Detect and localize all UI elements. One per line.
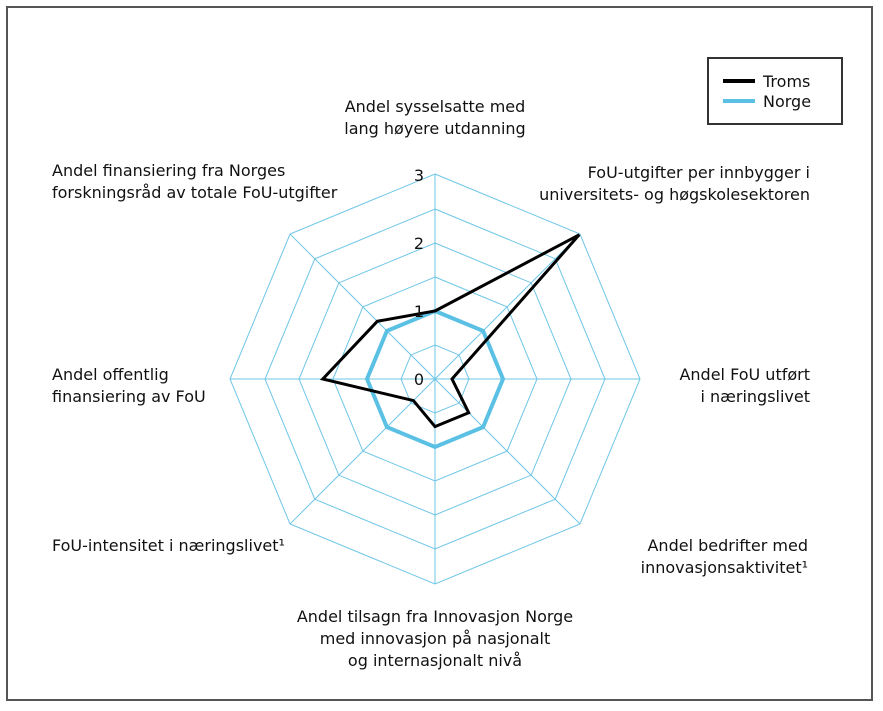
tick-label-1: 1 (414, 302, 424, 321)
legend-label-troms: Troms (763, 71, 811, 91)
legend-swatch-norge (723, 99, 755, 103)
legend: Troms Norge (707, 57, 843, 125)
grid-spoke-5 (289, 378, 436, 525)
series-line-norge (364, 308, 506, 450)
grid-spoke-3 (434, 378, 581, 525)
legend-swatch-troms (723, 79, 755, 83)
grid-spoke-1 (434, 233, 581, 380)
legend-item-norge: Norge (723, 91, 811, 111)
legend-item-troms: Troms (723, 71, 810, 91)
legend-label-norge: Norge (763, 91, 812, 111)
tick-label-2: 2 (414, 234, 424, 253)
tick-label-0: 0 (414, 370, 424, 389)
tick-label-3: 3 (414, 166, 424, 185)
grid-spoke-7 (289, 233, 436, 380)
axis-label-5: FoU-intensitet i næringslivet¹ (52, 536, 285, 555)
series-line-troms (319, 233, 581, 429)
